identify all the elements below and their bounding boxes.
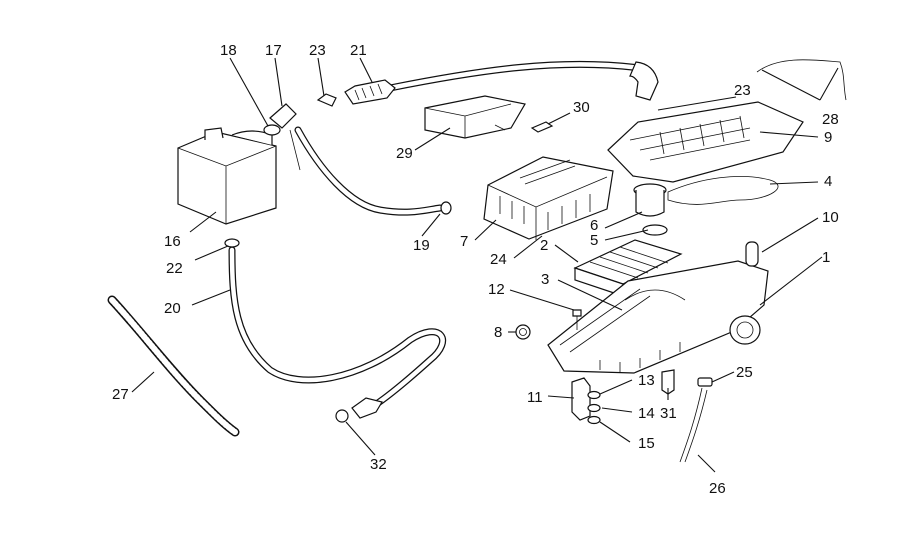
callout-1: 1: [822, 249, 830, 266]
ring: [515, 324, 531, 340]
intake-spigot: [633, 183, 668, 236]
callout-8: 8: [494, 324, 502, 341]
drain-hose: [679, 377, 713, 463]
callout-15: 15: [638, 435, 655, 452]
leader-lines: [131, 57, 839, 473]
callout-13: 13: [638, 372, 655, 389]
braided-hose: [107, 295, 240, 437]
callout-labels: 1 2 3 4 5 6 7 8 9 10 11 12 13 14 15 16 1…: [112, 42, 839, 497]
airbox-base: [547, 260, 769, 374]
bracket-small: [661, 369, 675, 395]
small-hose: [289, 126, 452, 216]
callout-28: 28: [822, 111, 839, 128]
callout-31: 31: [660, 405, 677, 422]
seal-gasket: [667, 176, 779, 205]
callout-18: 18: [220, 42, 237, 59]
bolt: [572, 309, 582, 330]
callout-6: 6: [590, 217, 598, 234]
callout-32: 32: [370, 456, 387, 473]
callout-24: 24: [490, 251, 507, 268]
callout-23b: 23: [734, 82, 751, 99]
airbox-lid: [607, 101, 804, 183]
callout-21: 21: [350, 42, 367, 59]
callout-9: 9: [824, 129, 832, 146]
callout-17: 17: [265, 42, 282, 59]
callout-19: 19: [413, 237, 430, 254]
cover-plate: [424, 95, 526, 139]
callout-27: 27: [112, 386, 129, 403]
callout-10: 10: [822, 209, 839, 226]
tank-fittings: [263, 93, 337, 136]
o-ring: [745, 241, 759, 267]
callout-12: 12: [488, 281, 505, 298]
callout-20: 20: [164, 300, 181, 317]
callout-2: 2: [540, 237, 548, 254]
mounting-bracket: [571, 377, 601, 425]
callout-16: 16: [164, 233, 181, 250]
callout-11: 11: [527, 389, 543, 406]
callout-5: 5: [590, 232, 598, 249]
callout-30: 30: [573, 99, 590, 116]
callout-29: 29: [396, 145, 413, 162]
callout-14: 14: [638, 405, 655, 422]
breather-tank: [177, 127, 277, 225]
air-filter-housing: [483, 156, 614, 240]
callout-25: 25: [736, 364, 753, 381]
callout-22: 22: [166, 260, 183, 277]
drain-hose-long: [224, 238, 446, 423]
callout-7: 7: [460, 233, 468, 250]
cable: [756, 59, 847, 101]
callout-23a: 23: [309, 42, 326, 59]
breather-hose-top: [344, 60, 659, 105]
callout-3: 3: [541, 271, 549, 288]
callout-4: 4: [824, 173, 832, 190]
filter-element: [573, 239, 683, 297]
screw: [530, 121, 554, 133]
callout-26: 26: [709, 480, 726, 497]
